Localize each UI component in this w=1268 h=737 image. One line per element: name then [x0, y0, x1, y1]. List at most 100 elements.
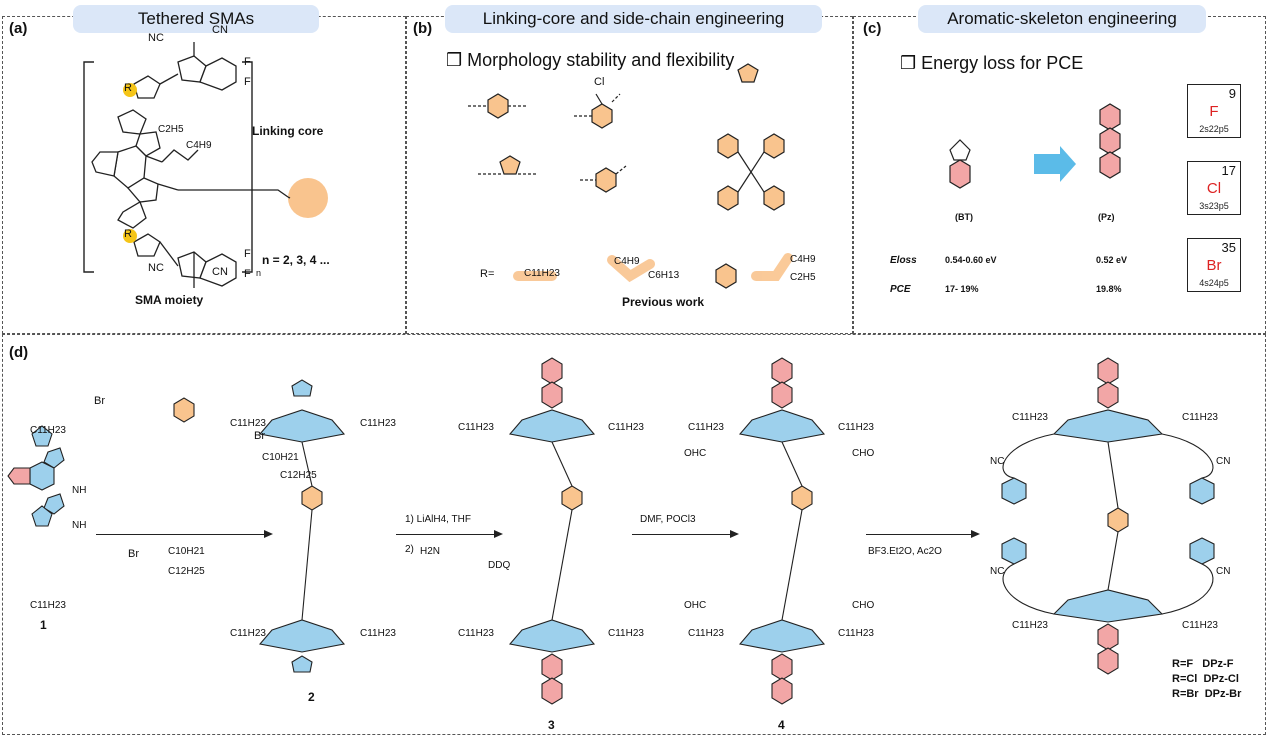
c3-alkyl-tr: C11H23: [608, 422, 644, 433]
element-symbol-br: Br: [1206, 257, 1222, 274]
c4-alkyl-bl: C11H23: [688, 628, 724, 639]
dpz-alkyl-tl: C11H23: [1012, 412, 1048, 423]
c4-bot-pz: [771, 653, 793, 681]
c1-alkyl-top: C11H23: [30, 425, 66, 436]
sma-f2: F: [244, 76, 251, 88]
dpz-linker-phenyl: [1107, 507, 1129, 533]
c3-bot-pz: [541, 653, 563, 681]
c1-nh-top: NH: [72, 485, 87, 496]
c2-top-btd: [291, 379, 313, 397]
c3-top-pz2: [541, 381, 563, 409]
chain3a-label: C4H9: [790, 254, 816, 265]
panel-a-title: Tethered SMAs: [73, 5, 319, 33]
core-benzene-meta: [595, 167, 617, 193]
c4-linker-phenyl: [791, 485, 813, 511]
step4-reagents: BF3.Et2O, Ac2O: [868, 546, 942, 557]
bot-ic-benzene: [199, 253, 237, 287]
bt-thiadiazole: [949, 139, 971, 161]
sma-nc-bot: NC: [148, 262, 164, 274]
eloss-label: Eloss: [890, 255, 917, 266]
core-thiophene-1: [737, 63, 759, 83]
c3-bot-core: [508, 619, 596, 653]
core-tetraphenyl-3: [717, 185, 739, 211]
arrow-step3: [632, 530, 739, 538]
pz-ring1: [1099, 103, 1121, 131]
dpz-legend-cl: R=Cl DPz-Cl: [1172, 673, 1239, 685]
linking-core-label: Linking core: [252, 124, 324, 138]
element-box-br: 35 Br 4s24p5: [1187, 238, 1241, 292]
element-symbol-f: F: [1209, 103, 1219, 120]
panel-c-title: Aromatic-skeleton engineering: [918, 5, 1206, 33]
c1-pyrrole-top: [43, 447, 65, 469]
sma-n-subscript: n: [256, 268, 262, 278]
step1-alkyl2: C12H25: [168, 566, 205, 577]
c2-alkyl-bl: C11H23: [230, 628, 266, 639]
c3-linker-phenyl: [561, 485, 583, 511]
bot-thiophene: [133, 233, 161, 257]
c4-top-pz2: [771, 381, 793, 409]
c3-top-core: [508, 409, 596, 443]
chain1-label: C11H23: [524, 268, 560, 279]
pz-eloss-value: 0.52 eV: [1096, 255, 1128, 265]
chain2-highlight: [607, 255, 655, 283]
element-symbol-cl: Cl: [1206, 180, 1222, 197]
core-benzene-ortho-cl: [591, 103, 613, 129]
element-box-cl: 17 Cl 3s23p5: [1187, 161, 1241, 215]
sma-butyl: C4H9: [186, 140, 212, 151]
pce-label: PCE: [890, 284, 911, 295]
c2-c10: C10H21: [262, 452, 299, 463]
dpz-bot-pz: [1097, 623, 1119, 651]
c1-pyrrole-bot: [43, 493, 65, 515]
panel-c-tag: (c): [863, 20, 882, 37]
previous-work-label: Previous work: [622, 295, 705, 309]
c3-alkyl-bl: C11H23: [458, 628, 494, 639]
sma-f3: F: [244, 248, 251, 260]
dpz-nc-bl: NC: [990, 566, 1005, 577]
c2-bot-btd: [291, 655, 313, 673]
panel-c-heading: ❒ Energy loss for PCE: [900, 53, 1084, 73]
panel-b-title: Linking-core and side-chain engineering: [445, 5, 822, 33]
dpz-bot-pz2: [1097, 647, 1119, 675]
sma-r-top: R: [124, 82, 132, 94]
c4-ohc-top: OHC: [684, 448, 707, 459]
step1-br1: Br: [94, 395, 105, 407]
chain3-benzene: [715, 263, 737, 289]
dpz-top-pz2: [1097, 381, 1119, 409]
left-bracket: [83, 61, 94, 273]
c2-top-core: [258, 409, 346, 443]
core-thiophene-bot: [117, 201, 147, 229]
step2-line1: 1) LiAlH4, THF: [405, 514, 471, 525]
c1-benzene: [29, 461, 55, 491]
reagent-phenyl: [173, 397, 195, 423]
c3-top-pz: [541, 357, 563, 385]
compound-1-label: 1: [40, 618, 47, 632]
compound-4-label: 4: [778, 718, 785, 732]
sma-cn-top: CN: [212, 24, 228, 36]
core-thiadiazole: [91, 151, 119, 177]
r-equals-label: R=: [480, 268, 495, 280]
element-number-br: 35: [1221, 240, 1236, 255]
dpz-right-ic2: [1189, 537, 1215, 565]
c3-alkyl-br: C11H23: [608, 628, 644, 639]
panel-d: [2, 334, 1266, 735]
chain3-highlight: [751, 253, 793, 281]
dpz-legend-f: R=F DPz-F: [1172, 658, 1234, 670]
element-config-cl: 3s23p5: [1199, 201, 1229, 211]
step1-alkyl1: C10H21: [168, 546, 205, 557]
dpz-right-ic: [1189, 477, 1215, 505]
dpz-alkyl-tr: C11H23: [1182, 412, 1218, 423]
blue-arrow: [1034, 146, 1076, 182]
step2-ddq: DDQ: [488, 560, 511, 571]
dpz-top-core: [1052, 409, 1164, 443]
core-benzene-para: [487, 93, 509, 119]
c2-alkyl-tl: C11H23: [230, 418, 266, 429]
r-highlight-top: [123, 83, 137, 97]
dpz-left-ic2: [1001, 537, 1027, 565]
right-bracket: [242, 61, 253, 273]
top-thiophene: [133, 75, 161, 99]
c2-linker-phenyl: [301, 485, 323, 511]
r-highlight-bot: [123, 229, 137, 243]
linking-core-circle: [288, 178, 328, 218]
c4-bot-core: [738, 619, 826, 653]
c1-thiophene-bot: [31, 505, 53, 527]
